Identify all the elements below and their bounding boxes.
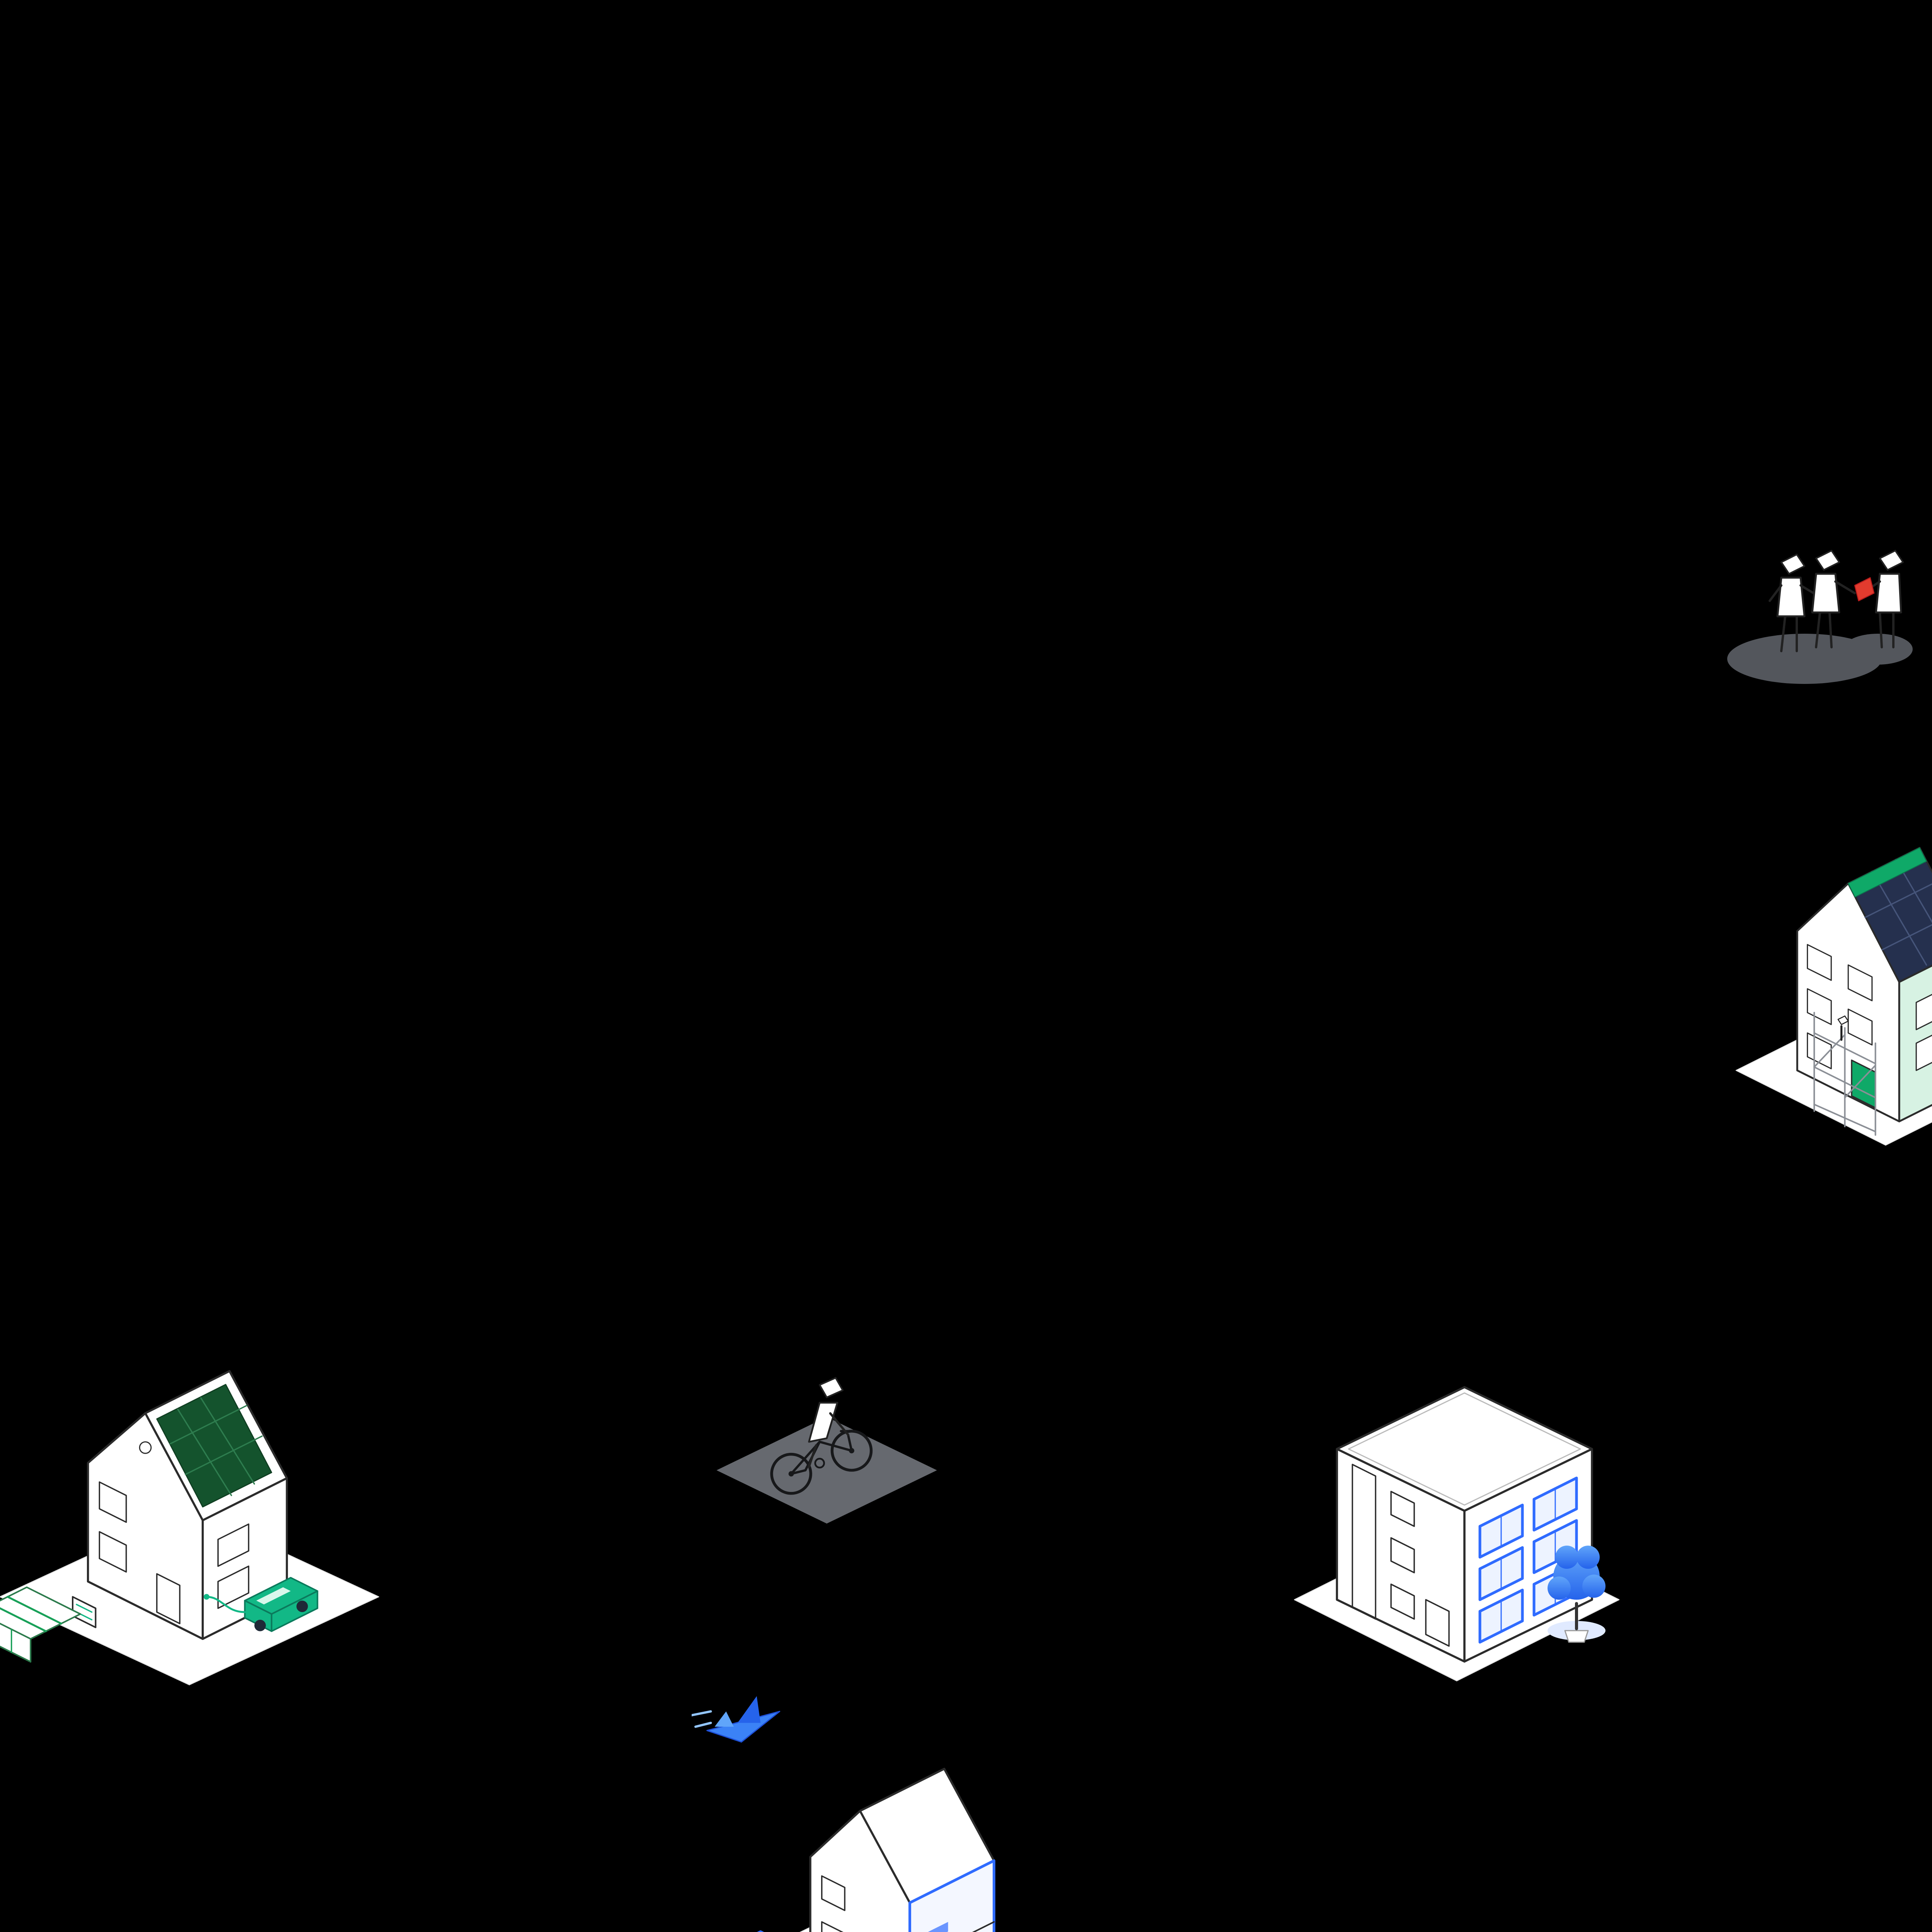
charging-cable: [206, 1596, 246, 1613]
solar-scaffold-svg: [1735, 847, 1932, 1146]
construction-house-svg: [1928, 12, 1932, 421]
person-middle: [1811, 550, 1856, 648]
solar-house-with-electric-car: [0, 1310, 394, 1692]
shadow-blob: [1727, 634, 1913, 684]
house: [809, 1767, 995, 1932]
blue-window-building: [1264, 1291, 1650, 1696]
solar-scaffold-building: [1716, 757, 1932, 1186]
cutaway-house-with-truck-and-plane: [692, 1673, 1094, 1932]
cutaway-blue-house-svg: [692, 1696, 995, 1932]
cutaway-kitchen-house: [1716, 1882, 1932, 1932]
eco-house-svg: [0, 1370, 379, 1685]
bicycle: [770, 1430, 873, 1495]
construction-house: [1928, 12, 1932, 421]
stair-column: [1352, 1464, 1376, 1620]
person-left: [1769, 554, 1821, 652]
parapet: [1348, 1392, 1581, 1506]
cutaway-kitchen-svg: [1716, 1882, 1932, 1932]
cyclist-svg: [716, 1377, 937, 1524]
worker: [1837, 1015, 1849, 1041]
building: [1336, 1386, 1593, 1663]
red-folder: [1854, 577, 1875, 602]
airplane: [692, 1696, 781, 1743]
people-talking-svg: [1727, 550, 1913, 684]
greenhouse: [0, 1586, 81, 1663]
interior-furniture: [928, 1922, 948, 1932]
road-patch: [716, 1417, 937, 1524]
rider: [808, 1377, 849, 1468]
solar-panels: [156, 1384, 272, 1508]
solar-panel-grid: [1864, 859, 1932, 966]
cutaway-face: [908, 1859, 995, 1932]
building: [1796, 847, 1932, 1122]
cyclist: [692, 1310, 958, 1542]
people-talking: [1685, 475, 1932, 711]
house: [87, 1370, 288, 1640]
scaffolding: [1813, 1012, 1876, 1136]
green-ridge: [1848, 847, 1927, 898]
blue-building-svg: [1294, 1386, 1620, 1682]
person-right: [1854, 550, 1904, 648]
electric-car: [204, 1577, 318, 1632]
blue-tree: [1548, 1546, 1605, 1643]
